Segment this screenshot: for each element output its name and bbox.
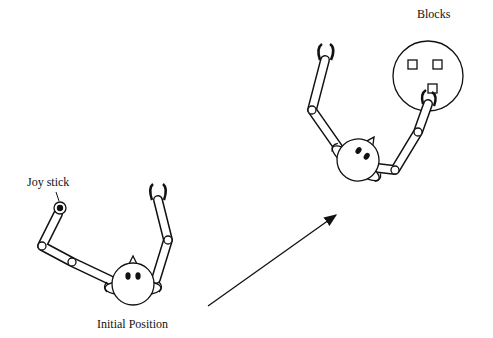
- part-label: Blocks: [416, 7, 451, 22]
- caption-label: Initial Position: [96, 317, 169, 332]
- part-label: Joy stick: [26, 175, 70, 190]
